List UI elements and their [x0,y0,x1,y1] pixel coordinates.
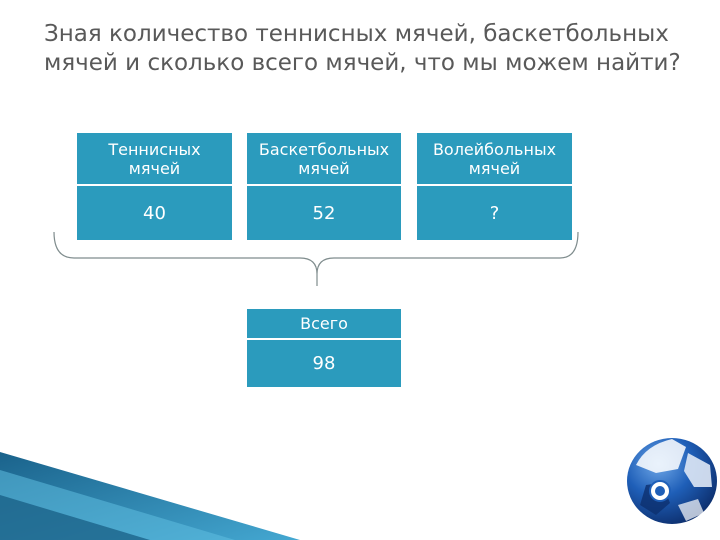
value-cell-tennis: 40 [77,186,232,240]
soccer-ball-icon [627,438,717,524]
value-basketball: 52 [312,202,336,224]
total-label: Всего [300,314,348,333]
header-basketball-line2: мячей [298,158,350,178]
header-cell-volleyball: Волейбольных мячей [417,133,572,184]
header-volleyball-line1: Волейбольных [432,139,557,159]
value-cell-basketball: 52 [247,186,401,240]
header-cell-basketball: Баскетбольных мячей [247,133,401,184]
header-tennis-line2: мячей [128,158,181,178]
header-cell-tennis: Теннисных мячей [77,133,232,184]
total-value-cell: 98 [247,340,401,387]
value-cell-volleyball: ? [417,186,572,240]
slide-title: Зная количество теннисных мячей, баскетб… [44,21,681,76]
value-tennis: 40 [143,202,166,224]
header-tennis-line1: Теннисных [108,139,201,159]
total-label-cell: Всего [247,309,401,338]
value-volleyball: ? [489,202,500,224]
total-value: 98 [312,353,336,374]
header-volleyball-line2: мячей [468,158,521,178]
header-basketball-line1: Баскетбольных [258,139,390,159]
